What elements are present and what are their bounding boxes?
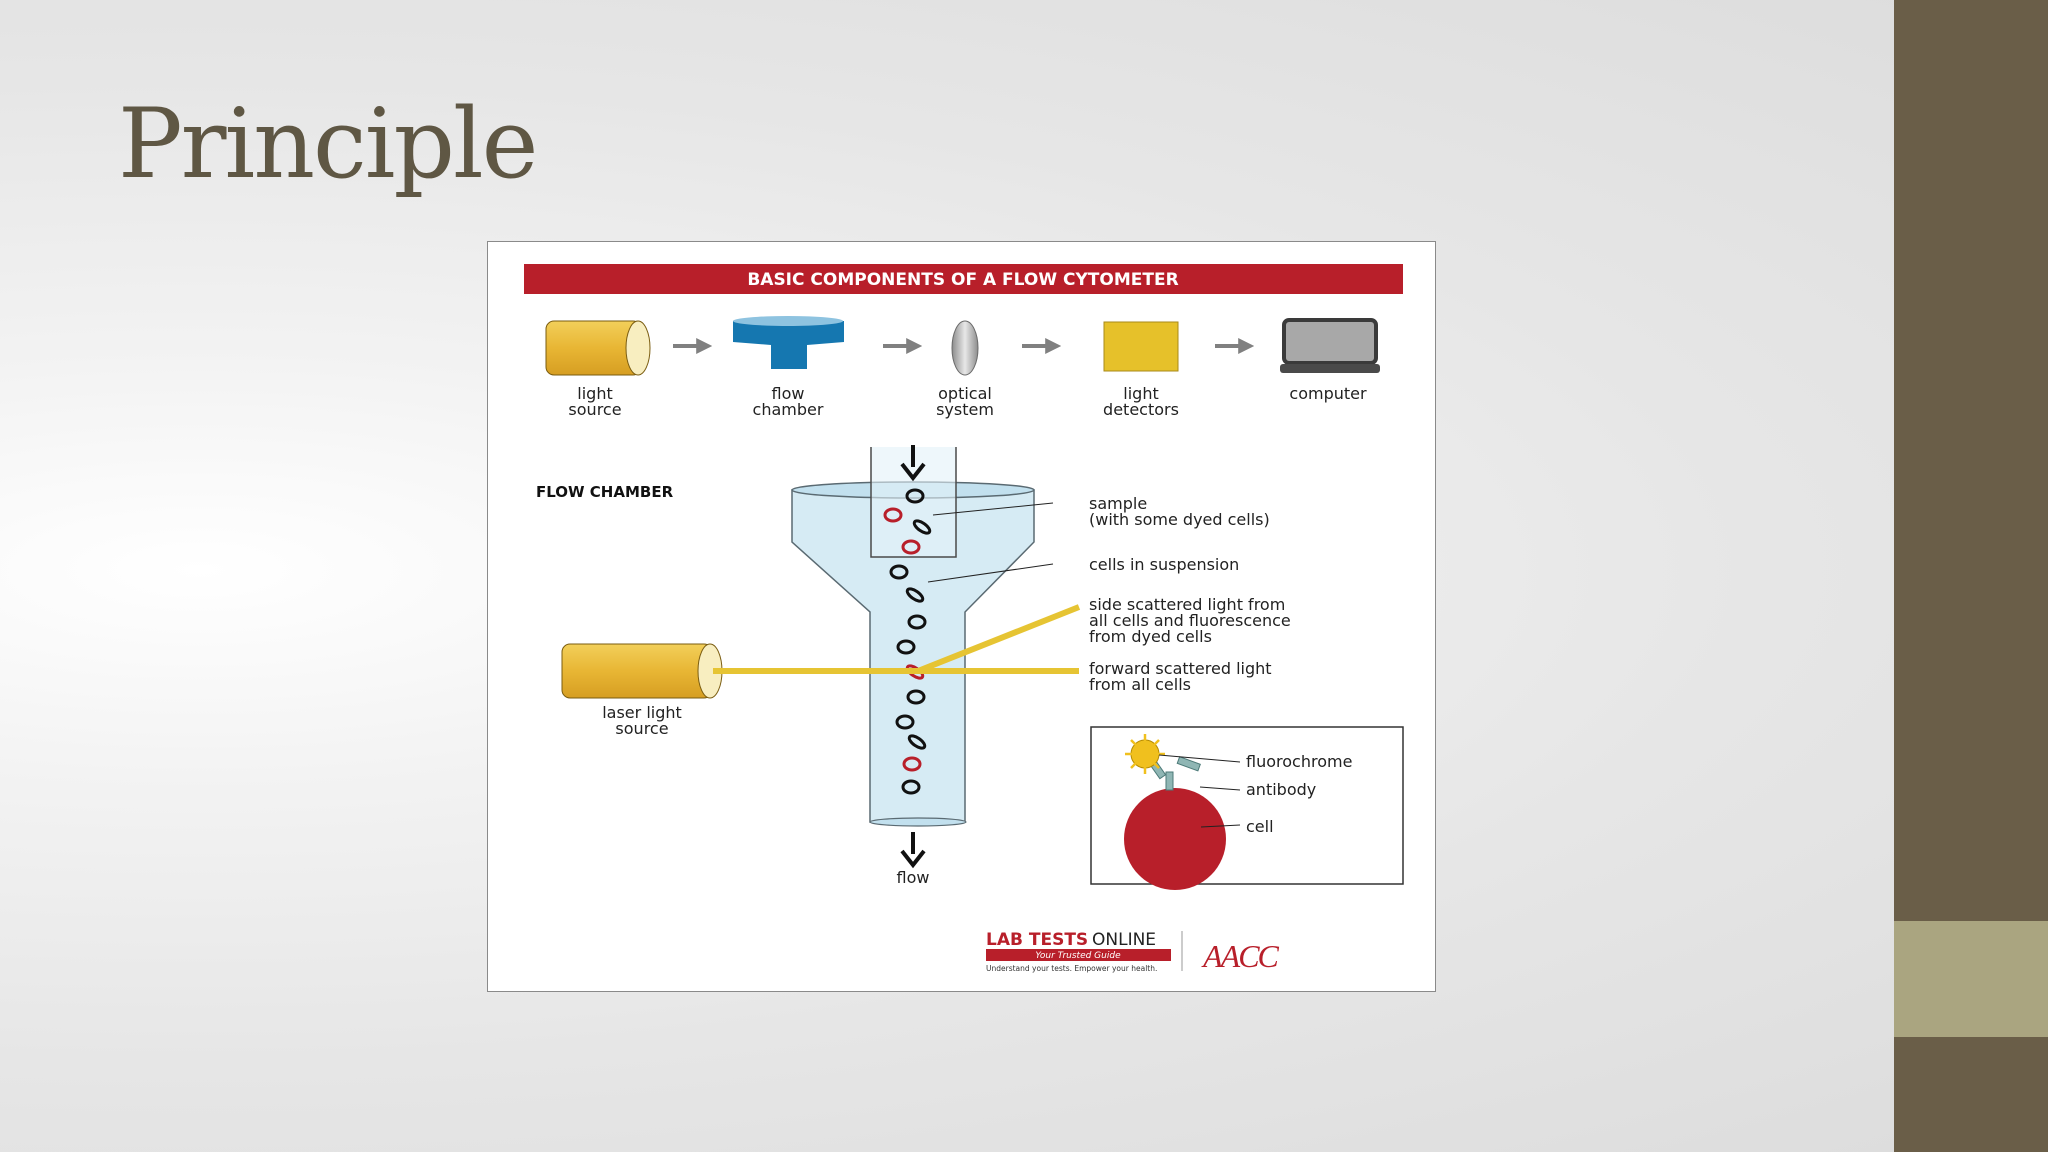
lens-icon <box>951 320 979 376</box>
cell-icon <box>896 639 916 655</box>
antibody-inset: fluorochrome antibody cell <box>1090 726 1404 890</box>
component-label-optical-system-1: optical <box>938 384 992 403</box>
callout-forward-2: from all cells <box>1089 675 1191 694</box>
cell-icon <box>901 779 921 795</box>
inset-label-fluorochrome: fluorochrome <box>1246 752 1352 771</box>
cell-sphere-icon <box>1124 788 1226 890</box>
cell-icon <box>895 714 915 730</box>
component-label-light-detectors-2: detectors <box>1103 400 1179 419</box>
component-label-light-source-2: source <box>568 400 621 419</box>
outflow-arrow-icon <box>900 832 926 869</box>
callout-sample-2: (with some dyed cells) <box>1089 510 1270 529</box>
laptop-icon <box>1280 318 1380 373</box>
dyed-cell-icon <box>901 539 921 555</box>
inset-label-cell: cell <box>1246 817 1274 836</box>
cell-icon <box>907 614 927 630</box>
callout-side-2: all cells and fluorescence <box>1089 611 1291 630</box>
logo-brand-a: LAB TESTS <box>986 930 1088 950</box>
cell-icon <box>889 564 909 580</box>
callout-sample-1: sample <box>1089 494 1147 513</box>
laser-label-2: source <box>615 719 668 738</box>
component-label-light-detectors-1: light <box>1123 384 1158 403</box>
side-accent-highlight <box>1894 921 2048 1037</box>
flow-chamber-funnel-icon <box>733 316 844 369</box>
callout-side-3: from dyed cells <box>1089 627 1212 646</box>
cell-icon <box>905 587 925 603</box>
component-label-computer: computer <box>1289 384 1367 403</box>
header-title: BASIC COMPONENTS OF A FLOW CYTOMETER <box>747 270 1178 290</box>
side-scatter-beam <box>916 604 1081 674</box>
laser-source-cylinder-icon <box>561 643 723 699</box>
callout-leaders <box>927 502 1054 583</box>
detector-square-icon <box>1103 321 1179 372</box>
laser-label-1: laser light <box>602 703 682 722</box>
logo-tagline: Your Trusted Guide <box>1035 951 1121 961</box>
cell-icon <box>905 488 925 504</box>
flow-cytometer-diagram: BASIC COMPONENTS OF A FLOW CYTOMETER lig… <box>524 264 1404 974</box>
inflow-arrow-icon <box>900 445 926 482</box>
cell-icon <box>906 689 926 705</box>
callout-suspension: cells in suspension <box>1089 555 1239 574</box>
flow-cytometer-figure: BASIC COMPONENTS OF A FLOW CYTOMETER lig… <box>487 241 1436 992</box>
component-label-optical-system-2: system <box>936 400 994 419</box>
slide-title: Principle <box>118 88 538 200</box>
cell-icon <box>912 519 932 535</box>
flow-chamber-outlet <box>869 817 967 827</box>
dyed-cell-icon <box>883 507 903 523</box>
lab-tests-online-logo: LAB TESTS ONLINE Your Trusted Guide Unde… <box>986 930 1171 973</box>
component-label-light-source-1: light <box>577 384 612 403</box>
component-label-flow-chamber-1: flow <box>772 384 805 403</box>
fluorochrome-icon <box>1125 734 1165 774</box>
header-bar <box>524 264 1403 294</box>
flow-chamber-heading: FLOW CHAMBER <box>536 483 674 501</box>
logo-subline: Understand your tests. Empower your heal… <box>986 964 1157 973</box>
dyed-cell-icon <box>902 756 922 772</box>
light-source-cylinder-icon <box>545 320 651 376</box>
component-label-flow-chamber-2: chamber <box>753 400 824 419</box>
cell-icon <box>907 734 927 750</box>
flow-label: flow <box>897 868 930 887</box>
inset-label-antibody: antibody <box>1246 780 1316 799</box>
callout-side-1: side scattered light from <box>1089 595 1285 614</box>
callout-forward-1: forward scattered light <box>1089 659 1272 678</box>
logo-brand-b: ONLINE <box>1092 930 1156 950</box>
aacc-logo: AACC <box>1201 938 1279 974</box>
